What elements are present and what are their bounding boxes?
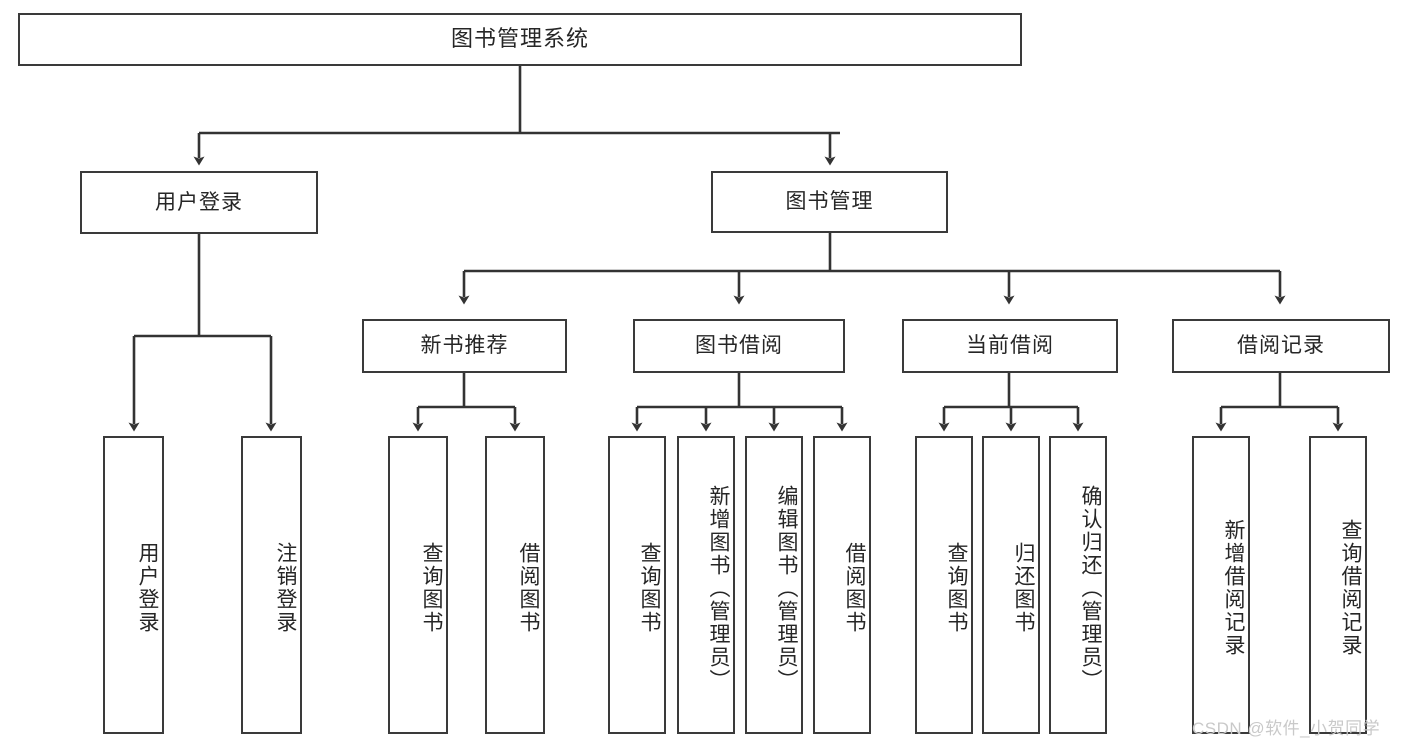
- leaf-edit-book[interactable]: 编辑图书（管理员）: [745, 436, 803, 734]
- node-label: 新增借阅记录: [1222, 519, 1245, 657]
- node-label: 借阅图书: [517, 542, 540, 634]
- leaf-query-borrow-record[interactable]: 查询借阅记录: [1309, 436, 1367, 734]
- node-borrow-record[interactable]: 借阅记录: [1172, 319, 1390, 373]
- leaf-borrow-book-recommend[interactable]: 借阅图书: [485, 436, 545, 734]
- node-label: 当前借阅: [966, 334, 1054, 358]
- node-book-borrow[interactable]: 图书借阅: [633, 319, 845, 373]
- leaf-query-book-current[interactable]: 查询图书: [915, 436, 973, 734]
- leaf-return-book[interactable]: 归还图书: [982, 436, 1040, 734]
- leaf-confirm-return[interactable]: 确认归还（管理员）: [1049, 436, 1107, 734]
- node-label: 图书管理: [785, 190, 874, 214]
- node-label: 图书管理系统: [450, 26, 589, 52]
- node-book-manage[interactable]: 图书管理: [711, 171, 948, 233]
- node-label: 图书借阅: [695, 334, 783, 358]
- node-label: 用户登录: [155, 190, 243, 214]
- node-label: 借阅图书: [843, 542, 866, 634]
- node-user-login[interactable]: 用户登录: [80, 171, 318, 234]
- node-label: 编辑图书（管理员）: [775, 484, 798, 692]
- node-label: 查询图书: [420, 542, 443, 634]
- node-label: 新书推荐: [420, 334, 509, 358]
- node-label: 查询借阅记录: [1339, 519, 1362, 657]
- leaf-user-login[interactable]: 用户登录: [103, 436, 164, 734]
- leaf-logout[interactable]: 注销登录: [241, 436, 302, 734]
- leaf-add-borrow-record[interactable]: 新增借阅记录: [1192, 436, 1250, 734]
- node-label: 查询图书: [638, 542, 661, 634]
- node-label: 新增图书（管理员）: [707, 484, 730, 692]
- csdn-watermark: CSDN @软件_小贺同学: [1192, 719, 1381, 738]
- node-label: 查询图书: [945, 542, 968, 634]
- leaf-borrow-book[interactable]: 借阅图书: [813, 436, 871, 734]
- node-label: 确认归还（管理员）: [1079, 484, 1102, 692]
- leaf-query-book-recommend[interactable]: 查询图书: [388, 436, 448, 734]
- node-book-management-system[interactable]: 图书管理系统: [18, 13, 1022, 66]
- node-new-book-recommend[interactable]: 新书推荐: [362, 319, 567, 373]
- node-current-borrow[interactable]: 当前借阅: [902, 319, 1118, 373]
- node-label: 用户登录: [136, 542, 159, 634]
- node-label: 注销登录: [274, 542, 297, 634]
- leaf-query-book-borrow[interactable]: 查询图书: [608, 436, 666, 734]
- leaf-add-book[interactable]: 新增图书（管理员）: [677, 436, 735, 734]
- node-label: 归还图书: [1012, 542, 1035, 634]
- node-label: 借阅记录: [1237, 334, 1325, 358]
